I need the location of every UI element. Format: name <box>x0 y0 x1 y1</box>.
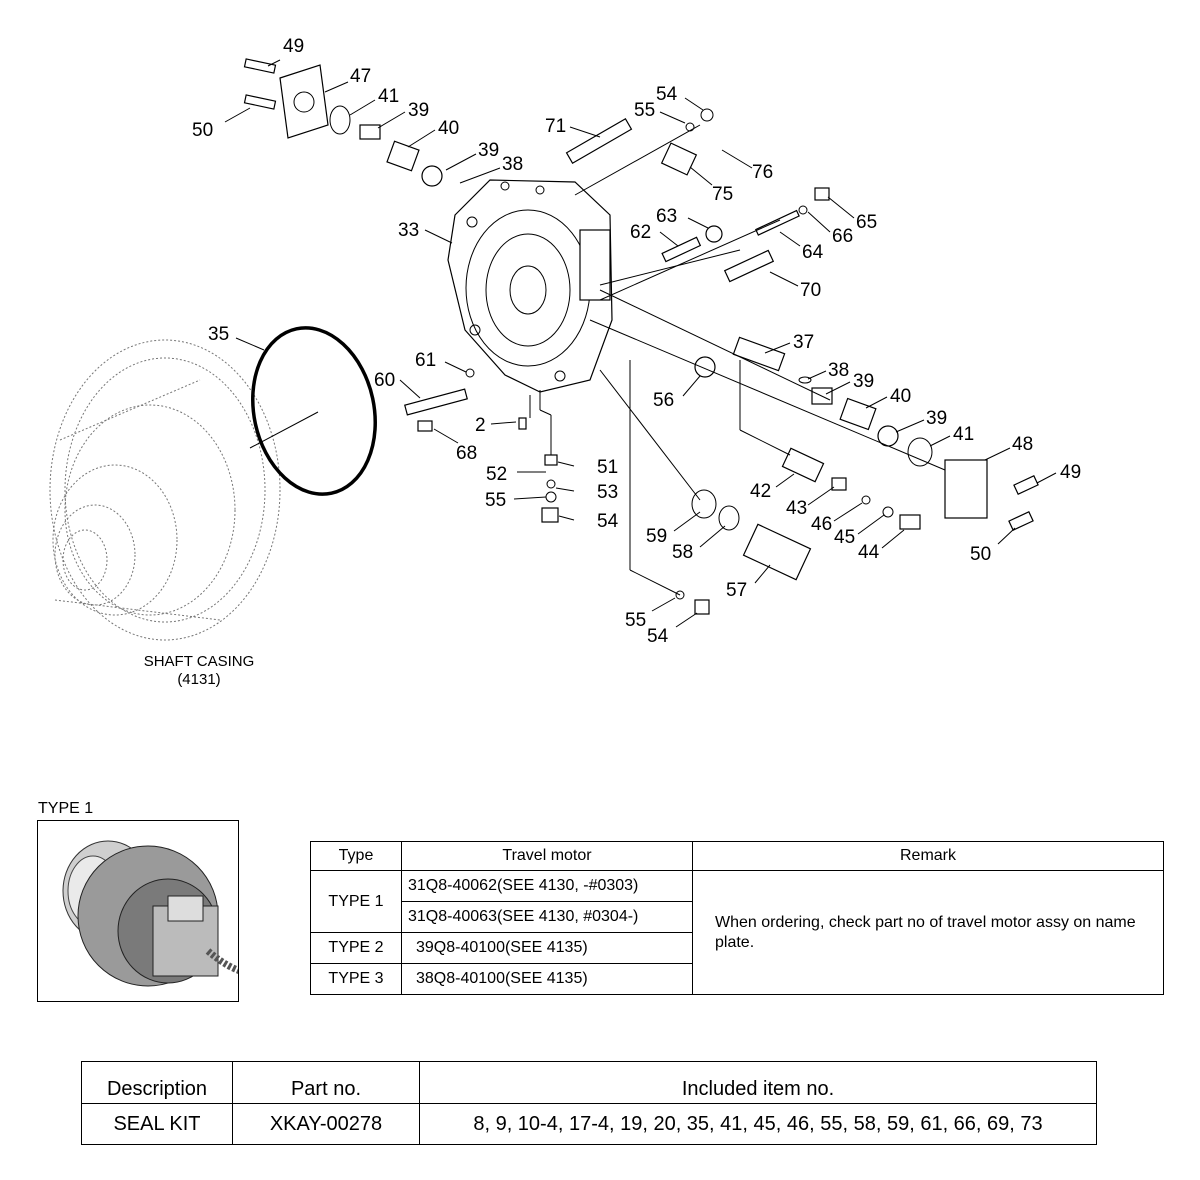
header-description: Description <box>81 1061 233 1104</box>
type-cell: TYPE 2 <box>310 932 402 964</box>
callout-70: 70 <box>800 280 821 301</box>
callout-53: 53 <box>597 482 618 503</box>
callout-64: 64 <box>802 242 824 263</box>
shaft-casing-label: SHAFT CASING <box>144 653 255 670</box>
callout-71: 71 <box>545 116 566 137</box>
callout-40-b: 40 <box>890 386 911 407</box>
callout-76: 76 <box>752 162 773 183</box>
header-part-no: Part no. <box>232 1061 420 1104</box>
callout-50-b: 50 <box>970 544 991 565</box>
cover-plate-47 <box>279 64 329 139</box>
callout-37: 37 <box>793 332 814 353</box>
small-parts <box>243 58 1039 615</box>
type-table: Type Travel motor Remark TYPE 1 31Q8-400… <box>310 841 1164 995</box>
callout-55-b: 55 <box>485 490 506 511</box>
callout-42: 42 <box>750 481 771 502</box>
callout-labels: 49 47 41 39 40 50 39 38 71 55 54 76 75 3… <box>192 36 1081 647</box>
callout-39: 39 <box>408 100 429 121</box>
header-remark: Remark <box>692 841 1164 871</box>
callout-68: 68 <box>456 443 477 464</box>
callout-54: 54 <box>656 84 678 105</box>
callout-39-b: 39 <box>478 140 499 161</box>
callout-40: 40 <box>438 118 459 139</box>
callout-46: 46 <box>811 514 832 535</box>
callout-41-b: 41 <box>953 424 974 445</box>
shaft-casing-ref: (4131) <box>177 671 220 688</box>
callout-49: 49 <box>283 36 304 57</box>
callout-33: 33 <box>398 220 419 241</box>
callout-50: 50 <box>192 120 213 141</box>
motor-casing-33 <box>447 179 613 393</box>
remark-cell: When ordering, check part no of travel m… <box>692 870 1164 995</box>
motor-cell: 39Q8-40100(SEE 4135) <box>401 932 693 964</box>
kit-part-no: XKAY-00278 <box>232 1103 420 1145</box>
callout-2: 2 <box>475 415 486 436</box>
exploded-parts-diagram: 49 47 41 39 40 50 39 38 71 55 54 76 75 3… <box>49 36 1081 688</box>
shaft-casing-drawing <box>49 339 281 641</box>
callout-48: 48 <box>1012 434 1033 455</box>
callout-38-b: 38 <box>828 360 849 381</box>
callout-55: 55 <box>634 100 655 121</box>
callout-44: 44 <box>858 542 880 563</box>
cover-plate-48 <box>944 459 988 519</box>
type1-motor-photo <box>37 820 290 1002</box>
callout-39-d: 39 <box>926 408 947 429</box>
header-travel-motor: Travel motor <box>401 841 693 871</box>
motor-cell: 31Q8-40062(SEE 4130, -#0303) <box>401 870 693 902</box>
callout-59: 59 <box>646 526 667 547</box>
o-ring-35 <box>251 326 377 496</box>
callout-39-c: 39 <box>853 371 874 392</box>
callout-55-c: 55 <box>625 610 646 631</box>
callout-43: 43 <box>786 498 807 519</box>
kit-description: SEAL KIT <box>81 1103 233 1145</box>
callout-45: 45 <box>834 527 855 548</box>
callout-57: 57 <box>726 580 747 601</box>
callout-54-c: 54 <box>647 626 669 647</box>
motor-cell: 38Q8-40100(SEE 4135) <box>401 963 693 995</box>
kit-included-items: 8, 9, 10-4, 17-4, 19, 20, 35, 41, 45, 46… <box>419 1103 1097 1145</box>
header-type: Type <box>310 841 402 871</box>
callout-41: 41 <box>378 86 399 107</box>
callout-58: 58 <box>672 542 693 563</box>
header-included-items: Included item no. <box>419 1061 1097 1104</box>
callout-65: 65 <box>856 212 877 233</box>
callout-51: 51 <box>597 457 618 478</box>
callout-54-b: 54 <box>597 511 619 532</box>
callout-35: 35 <box>208 324 229 345</box>
callout-56: 56 <box>653 390 674 411</box>
guide-lines <box>529 124 946 596</box>
callout-49-b: 49 <box>1060 462 1081 483</box>
leader-lines <box>224 59 1057 628</box>
callout-52: 52 <box>486 464 507 485</box>
callout-75: 75 <box>712 184 733 205</box>
seal-kit-table: Description Part no. Included item no. S… <box>81 1061 1097 1145</box>
type-cell: TYPE 1 <box>310 870 402 933</box>
type1-caption: TYPE 1 <box>38 800 94 817</box>
callout-60: 60 <box>374 370 395 391</box>
callout-47: 47 <box>350 66 371 87</box>
type-cell: TYPE 3 <box>310 963 402 995</box>
motor-cell: 31Q8-40063(SEE 4130, #0304-) <box>401 901 693 933</box>
callout-63: 63 <box>656 206 677 227</box>
callout-61: 61 <box>415 350 436 371</box>
callout-66: 66 <box>832 226 853 247</box>
callout-62: 62 <box>630 222 651 243</box>
callout-38: 38 <box>502 154 523 175</box>
